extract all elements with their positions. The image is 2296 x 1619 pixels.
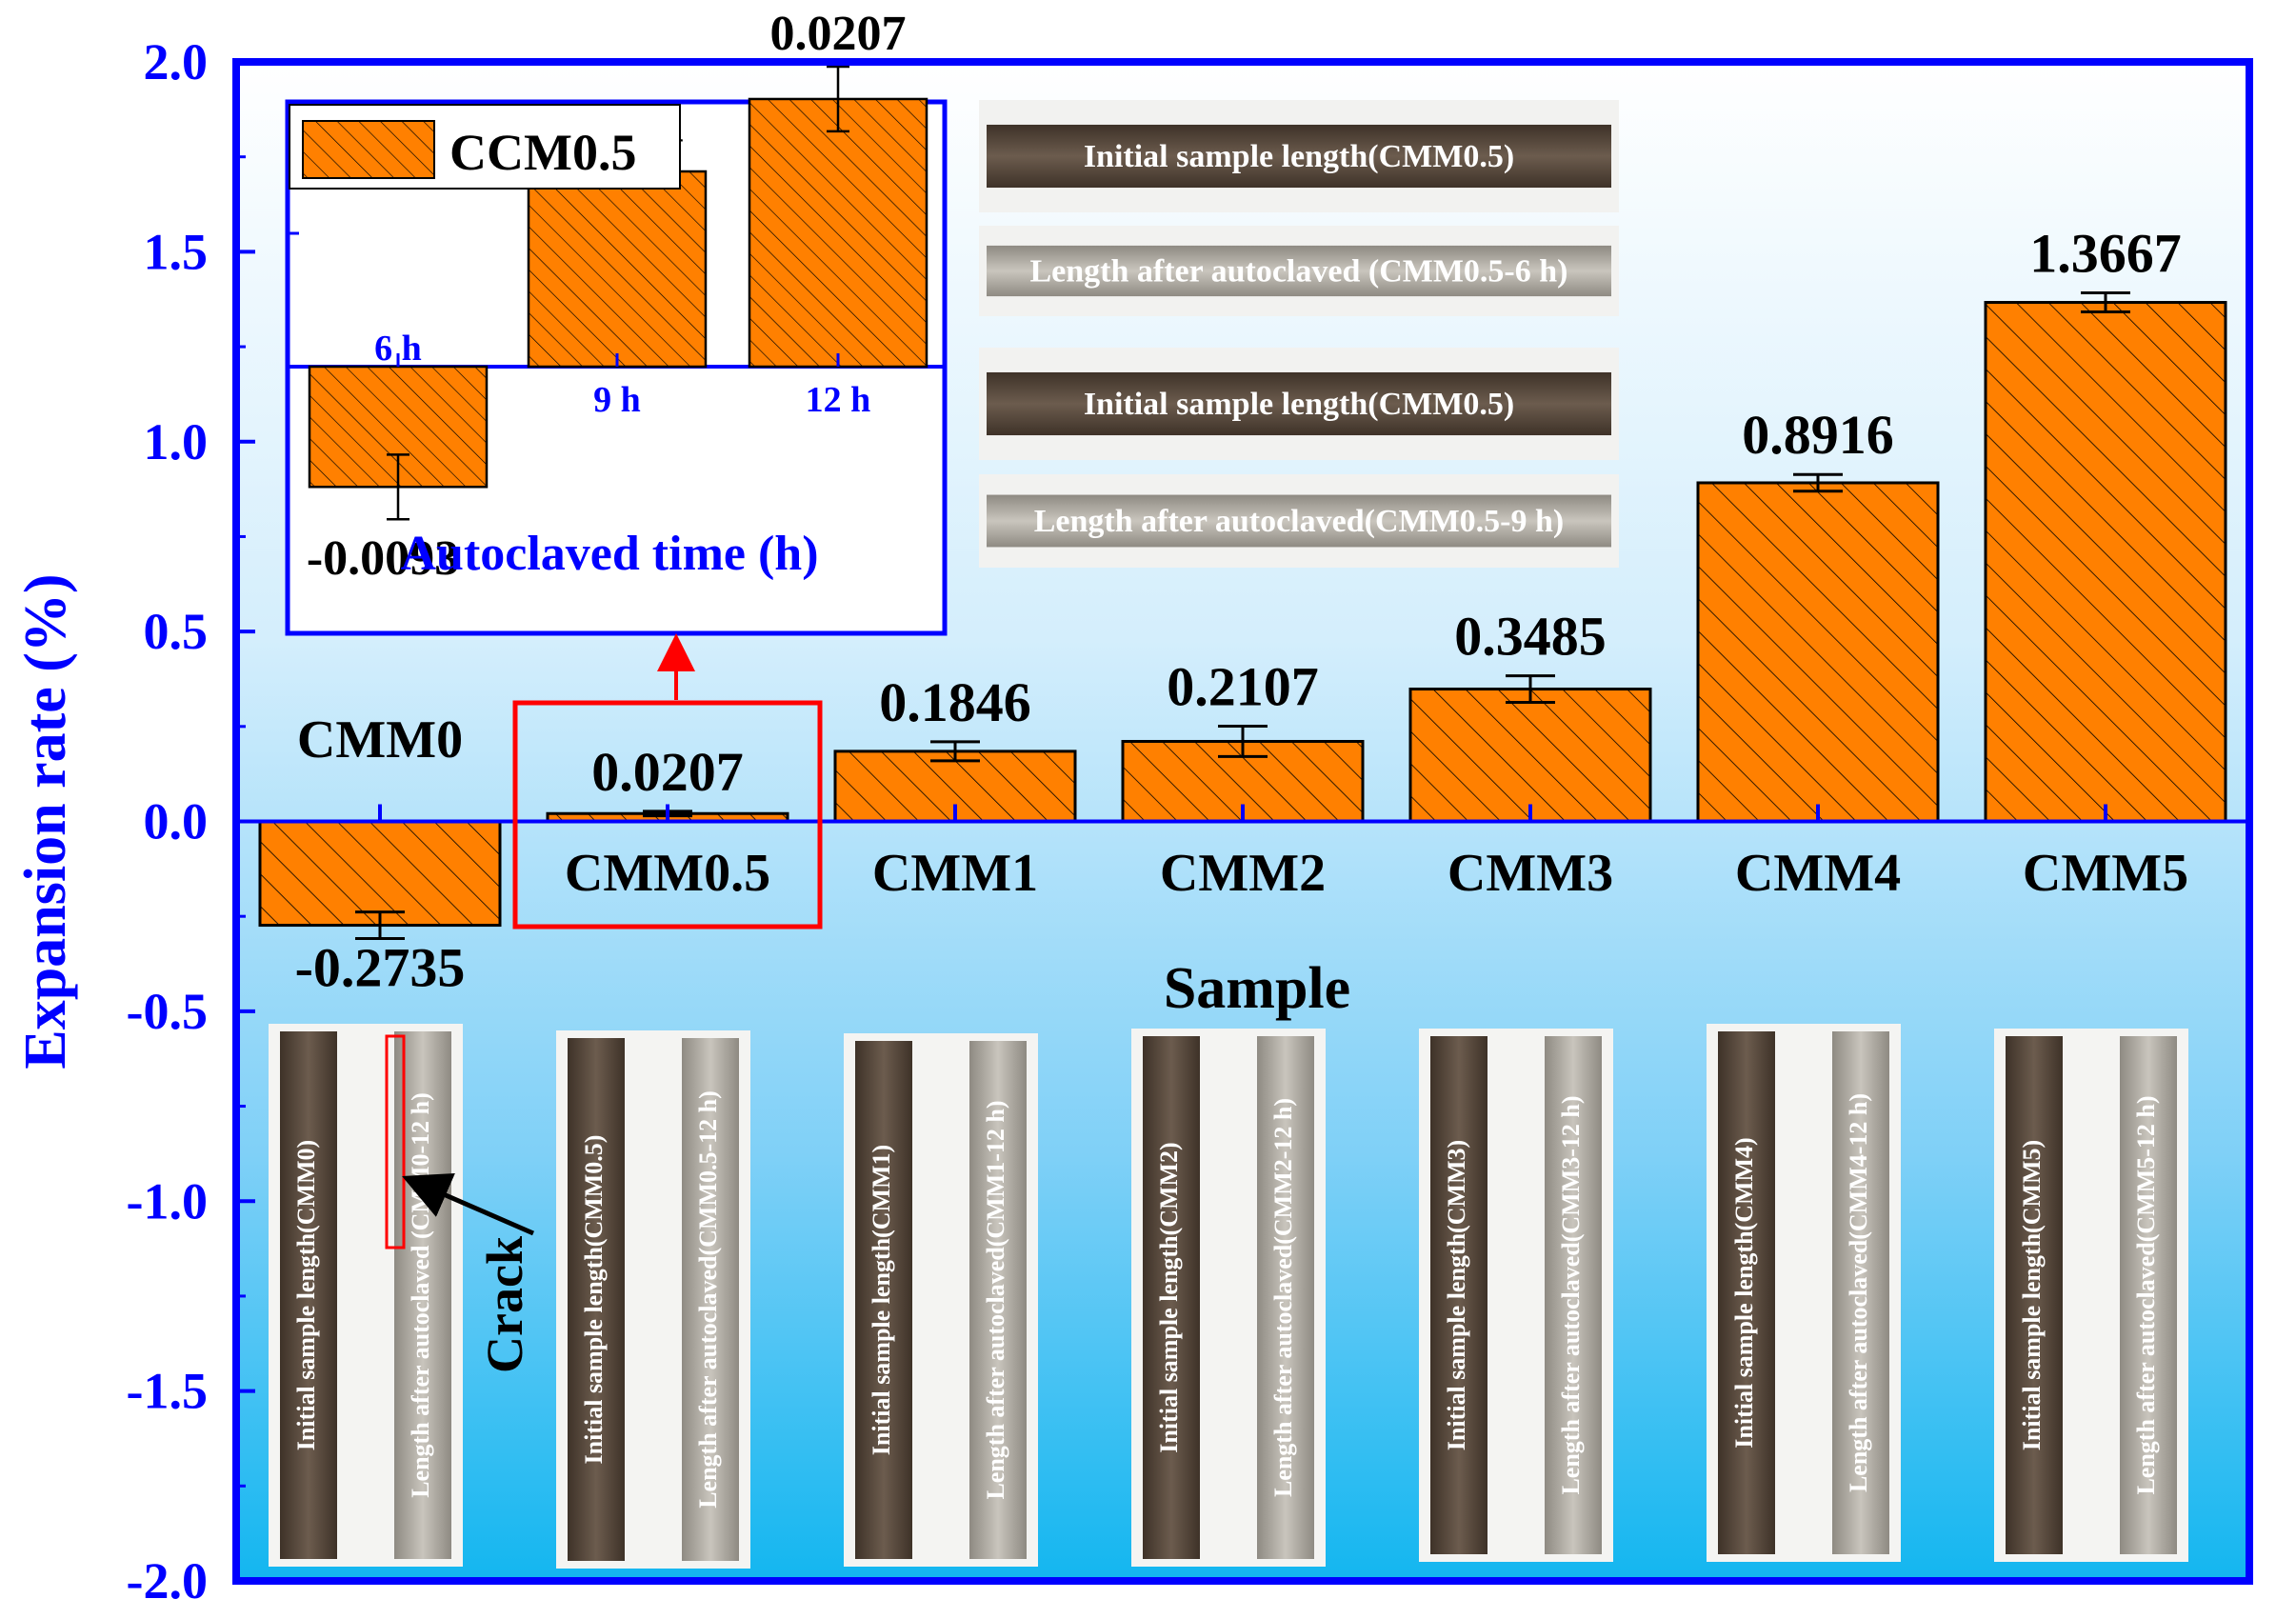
autoclaved-sample-strip bbox=[2120, 1036, 2177, 1554]
inset-bar bbox=[527, 170, 708, 369]
initial-sample-strip bbox=[1430, 1036, 1487, 1554]
strip-label: Initial sample length(CMM0.5) bbox=[1084, 139, 1514, 174]
category-label: CMM0.5 bbox=[565, 844, 770, 903]
initial-sample-strip bbox=[568, 1038, 625, 1561]
initial-sample-label: Initial sample length(CMM1) bbox=[868, 1145, 895, 1455]
y-tick-label: 0.5 bbox=[144, 603, 209, 660]
crack-marker bbox=[385, 1034, 406, 1249]
crack-arrow bbox=[402, 1173, 534, 1236]
autoclaved-sample-strip bbox=[969, 1041, 1027, 1559]
inset-bar bbox=[748, 97, 928, 369]
data-label: 0.0207 bbox=[591, 741, 744, 803]
photo-pair: Initial sample length(CMM5) Length after … bbox=[1994, 1029, 2188, 1562]
highlight-box bbox=[512, 700, 823, 929]
y-tick-label: -1.5 bbox=[127, 1363, 208, 1420]
category-label: CMM0 bbox=[297, 710, 463, 770]
initial-sample-strip bbox=[2006, 1036, 2063, 1554]
autoclaved-sample-strip bbox=[1257, 1036, 1314, 1559]
autoclaved-sample-label: Length after autoclaved(CMM0.5-12 h) bbox=[694, 1090, 722, 1509]
strip-photo: Length after autoclaved(CMM0.5-9 h) bbox=[979, 474, 1619, 568]
inset-photo-strips: Initial sample length(CMM0.5) Length afte… bbox=[979, 100, 1619, 568]
y-tick-label: -0.5 bbox=[127, 983, 208, 1040]
initial-sample-label: Initial sample length(CMM3) bbox=[1443, 1140, 1470, 1450]
initial-sample-strip bbox=[987, 124, 1611, 189]
y-tick-label: 1.0 bbox=[144, 413, 209, 470]
data-label: 0.3485 bbox=[1454, 606, 1607, 668]
bar bbox=[258, 820, 502, 928]
sample-photos: Initial sample length(CMM0) Length after … bbox=[269, 1024, 2188, 1569]
data-label: 0.8916 bbox=[1742, 404, 1894, 466]
y-tick-label: -2.0 bbox=[127, 1552, 208, 1609]
initial-sample-strip bbox=[987, 371, 1611, 436]
strip-label: Length after autoclaved (CMM0.5-6 h) bbox=[1029, 254, 1567, 290]
photo-pair: Initial sample length(CMM3) Length after … bbox=[1419, 1029, 1613, 1562]
y-tick-label: -1.0 bbox=[127, 1172, 208, 1229]
y-axis-title: Expansion rate (%) bbox=[13, 573, 78, 1069]
inset-category-label: 6 h bbox=[374, 329, 422, 369]
autoclaved-sample-strip bbox=[1545, 1036, 1602, 1554]
initial-sample-strip bbox=[1718, 1031, 1775, 1554]
strip-photo: Length after autoclaved (CMM0.5-6 h) bbox=[979, 226, 1619, 316]
annotations: Crack bbox=[385, 633, 695, 1373]
initial-sample-label: Initial sample length(CMM0.5) bbox=[580, 1135, 608, 1465]
inset-legend: CCM0.5 bbox=[289, 104, 681, 190]
crack-label: Crack bbox=[476, 1236, 533, 1373]
bar bbox=[1984, 301, 2227, 823]
photo-pair: Initial sample length(CMM1) Length after … bbox=[844, 1033, 1038, 1567]
autoclaved-sample-strip bbox=[1832, 1031, 1889, 1554]
initial-sample-strip bbox=[280, 1031, 337, 1559]
initial-sample-label: Initial sample length(CMM4) bbox=[1730, 1137, 1758, 1448]
inset-data-label: 0.0207 bbox=[770, 7, 907, 61]
autoclaved-sample-label: Length after autoclaved(CMM3-12 h) bbox=[1557, 1095, 1585, 1494]
initial-sample-label: Initial sample length(CMM2) bbox=[1155, 1142, 1183, 1452]
initial-sample-strip bbox=[855, 1041, 912, 1559]
photo-pair: Initial sample length(CMM4) Length after … bbox=[1707, 1024, 1901, 1562]
initial-sample-strip bbox=[1143, 1036, 1200, 1559]
inset-data-label: -0.0093 bbox=[307, 531, 459, 586]
strip-label: Length after autoclaved(CMM0.5-9 h) bbox=[1034, 504, 1565, 539]
photo-pair: Initial sample length(CMM0.5) Length afte… bbox=[556, 1030, 750, 1569]
initial-sample-label: Initial sample length(CMM5) bbox=[2018, 1140, 2046, 1450]
y-tick-label: 2.0 bbox=[144, 33, 209, 90]
inset-category-label: 12 h bbox=[806, 380, 871, 420]
autoclaved-sample-strip bbox=[987, 494, 1611, 548]
bar bbox=[1408, 688, 1652, 824]
data-label: 0.1846 bbox=[879, 671, 1031, 733]
legend-swatch bbox=[302, 120, 435, 179]
strip-photo: Initial sample length(CMM0.5) bbox=[979, 100, 1619, 212]
legend-label: CCM0.5 bbox=[449, 124, 636, 181]
main-axes: 2.0 1.5 1.0 0.5 0.0 -0.5 -1.0 -1.5 -2.0 Expansion… bbox=[13, 33, 2253, 1609]
autoclaved-sample-label: Length after autoclaved(CMM4-12 h) bbox=[1845, 1093, 1872, 1492]
photo-pair: Initial sample length(CMM0) Length after … bbox=[269, 1024, 463, 1567]
strip-photo: Initial sample length(CMM0.5) bbox=[979, 348, 1619, 460]
autoclaved-sample-label: Length after autoclaved(CMM5-12 h) bbox=[2132, 1095, 2160, 1494]
inset-category-label: 9 h bbox=[593, 380, 641, 420]
category-label: CMM3 bbox=[1447, 844, 1613, 903]
y-tick-label: 1.5 bbox=[144, 223, 209, 280]
initial-sample-label: Initial sample length(CMM0) bbox=[292, 1140, 320, 1450]
autoclaved-sample-label: Length after autoclaved (CMM0-12 h) bbox=[407, 1092, 434, 1498]
inset-x-axis-title: Autoclaved time (h) bbox=[400, 527, 818, 581]
data-label: 1.3667 bbox=[2029, 223, 2182, 285]
category-label: CMM5 bbox=[2023, 844, 2188, 903]
autoclaved-sample-strip bbox=[987, 245, 1611, 297]
data-label: -0.2735 bbox=[295, 937, 466, 999]
autoclaved-sample-label: Length after autoclaved(CMM2-12 h) bbox=[1269, 1098, 1297, 1497]
photo-pair: Initial sample length(CMM2) Length after … bbox=[1131, 1029, 1326, 1567]
category-label: CMM2 bbox=[1160, 844, 1326, 903]
data-label: 0.2107 bbox=[1167, 656, 1319, 718]
x-axis-title: Sample bbox=[1164, 956, 1350, 1021]
bar bbox=[1696, 481, 1940, 823]
strip-label: Initial sample length(CMM0.5) bbox=[1084, 387, 1514, 422]
autoclaved-sample-strip bbox=[682, 1038, 739, 1561]
y-tick-label: 0.0 bbox=[144, 793, 209, 850]
category-label: CMM4 bbox=[1735, 844, 1901, 903]
category-label: CMM1 bbox=[872, 844, 1038, 903]
autoclaved-sample-label: Length after autoclaved(CMM1-12 h) bbox=[982, 1100, 1009, 1499]
